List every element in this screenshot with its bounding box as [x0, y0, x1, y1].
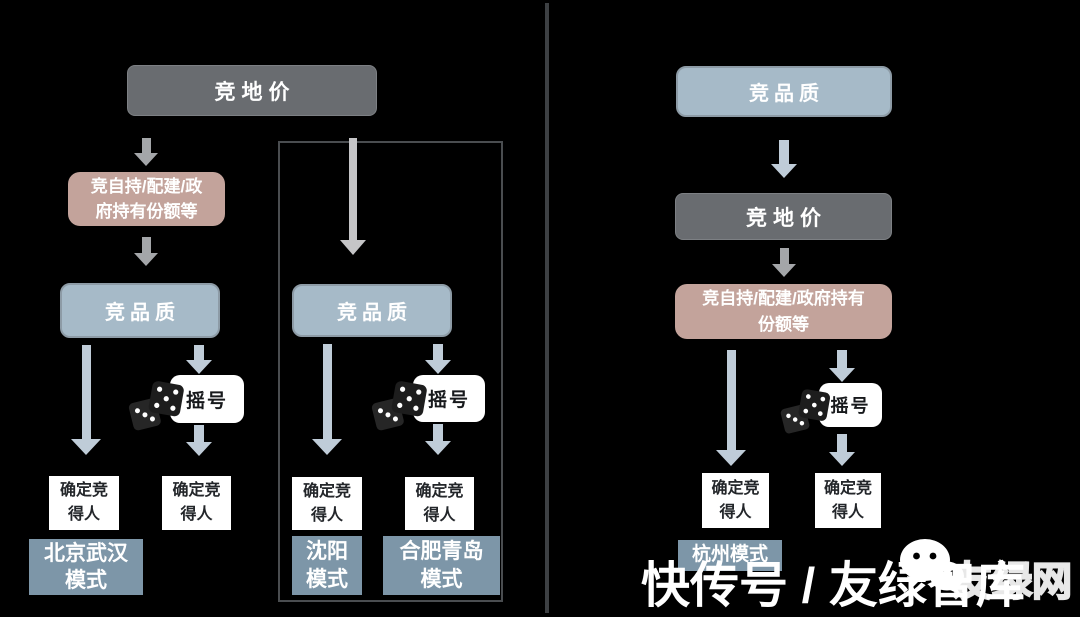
dice-icon: [780, 388, 831, 435]
dice-icon: [128, 380, 185, 432]
left-bid-quality-box: 竞品质: [60, 283, 220, 338]
left-bid-land-price-label: 竞地价: [214, 80, 296, 104]
winner-line2: 得人: [831, 503, 864, 521]
left-winner-box-2: 确定竞 得人: [162, 476, 231, 530]
mode-line2: 模式: [306, 567, 348, 591]
left-winner-box-1: 确定竞 得人: [49, 476, 119, 530]
right-bid-holding-line1: 竞自持/配建/政府持有: [702, 289, 865, 308]
winner-line1: 确定竞: [172, 482, 221, 499]
left-arrow-direct: [71, 345, 101, 455]
winner-line2: 得人: [719, 503, 752, 521]
winner-line1: 确定竞: [823, 479, 872, 497]
right-mode-label: 杭州模式: [691, 544, 768, 566]
left-bid-holding-line2: 府持有份额等: [95, 202, 198, 221]
winner-line1: 确定竞: [415, 482, 464, 500]
right-bid-quality-label: 竞品质: [749, 83, 824, 105]
left-arrow-2: [134, 237, 158, 266]
right-bid-quality-box: 竞品质: [676, 66, 892, 117]
mode-line2: 模式: [420, 567, 463, 591]
winner-line1: 确定竞: [711, 479, 760, 497]
left-bid-land-price-box: 竞地价: [127, 65, 377, 116]
mode-line1: 合肥青岛: [399, 540, 484, 564]
middle-arrow-after-lottery: [425, 424, 451, 455]
left-bid-holding-box: 竞自持/配建/政 府持有份额等: [68, 172, 225, 226]
winner-line2: 得人: [310, 506, 343, 524]
right-bid-land-price-box: 竞地价: [675, 193, 892, 240]
left-lottery-label: 摇号: [185, 390, 228, 412]
middle-arrow-direct: [312, 344, 342, 455]
middle-arrow-from-top: [340, 138, 366, 255]
middle-bid-quality-box: 竞品质: [292, 284, 452, 337]
left-bid-quality-label: 竞品质: [105, 302, 180, 324]
dice-icon: [371, 380, 428, 432]
right-bid-land-price-label: 竞地价: [746, 206, 827, 230]
winner-line2: 得人: [67, 506, 100, 523]
main-watermark: 快传号 / 友绿智库: [641, 559, 1025, 613]
right-bid-holding-line2: 份额等: [758, 314, 809, 334]
left-arrow-1: [134, 138, 158, 166]
middle-lottery-label: 摇号: [427, 390, 470, 411]
right-arrow-to-lottery: [829, 350, 855, 382]
left-mode-line1: 北京武汉: [44, 541, 128, 565]
middle-mode-box-shenyang: 沈阳 模式: [292, 536, 362, 595]
site-watermark: 友绿网: [951, 559, 1073, 605]
middle-winner-box-2: 确定竞 得人: [405, 477, 474, 530]
right-arrow-after-lottery: [829, 434, 855, 466]
middle-mode-box-hefei-qingdao: 合肥青岛 模式: [383, 536, 500, 595]
right-arrow-1: [771, 140, 797, 178]
winner-line1: 确定竞: [302, 482, 351, 500]
mode-line1: 沈阳: [306, 540, 348, 564]
left-bid-holding-line1: 竞自持/配建/政: [90, 176, 203, 196]
winner-line1: 确定竞: [59, 482, 108, 499]
middle-bid-quality-label: 竞品质: [337, 302, 412, 324]
right-mode-box-hangzhou: 杭州模式: [678, 540, 782, 571]
right-lottery-label: 摇号: [830, 396, 871, 416]
right-arrow-direct: [716, 350, 746, 466]
vertical-divider: [545, 3, 549, 613]
left-arrow-to-lottery: [186, 345, 212, 374]
left-arrow-after-lottery: [186, 425, 212, 456]
left-mode-box: 北京武汉 模式: [29, 539, 143, 595]
right-winner-box-2: 确定竞 得人: [815, 473, 881, 528]
middle-winner-box-1: 确定竞 得人: [292, 477, 362, 530]
middle-flow-frame: [278, 141, 503, 602]
winner-line2: 得人: [180, 506, 213, 523]
right-winner-box-1: 确定竞 得人: [702, 473, 769, 528]
right-arrow-2: [772, 248, 796, 277]
winner-line2: 得人: [423, 506, 456, 524]
left-mode-line2: 模式: [65, 569, 107, 592]
right-bid-holding-box: 竞自持/配建/政府持有 份额等: [675, 284, 892, 339]
right-lottery-box: 摇号: [819, 383, 882, 427]
middle-arrow-to-lottery: [425, 344, 451, 374]
